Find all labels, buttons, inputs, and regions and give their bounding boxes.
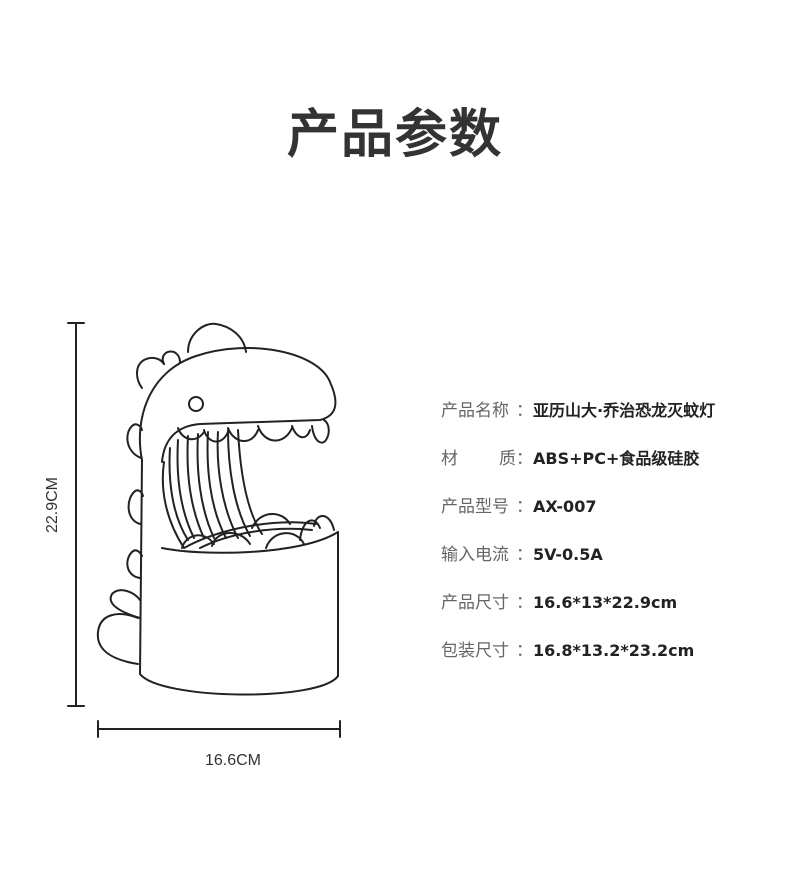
spec-label: 产品型号：: [441, 497, 533, 517]
spec-row-product-size: 产品尺寸： 16.6*13*22.9cm: [441, 588, 781, 636]
eye: [188, 396, 204, 412]
height-dimension-label: 22.9CM: [44, 476, 61, 534]
spec-label: 材质：: [441, 449, 533, 469]
spec-label: 包装尺寸：: [441, 641, 533, 661]
spec-value: 16.8*13.2*23.2cm: [533, 641, 695, 660]
body-left-edge: [139, 459, 143, 675]
head-outline: [138, 347, 337, 463]
body-bottom: [139, 673, 339, 696]
spec-value: AX-007: [533, 497, 597, 516]
spec-row-model: 产品型号： AX-007: [441, 492, 781, 540]
spec-row-product-name: 产品名称： 亚历山大·乔治恐龙灭蚊灯: [441, 396, 781, 444]
spec-label: 产品尺寸：: [441, 593, 533, 613]
page-title: 产品参数: [286, 105, 503, 165]
spec-label: 输入电流：: [441, 545, 533, 565]
back-spike: [109, 589, 141, 619]
tail-outline: [96, 613, 139, 665]
spec-list: 产品名称： 亚历山大·乔治恐龙灭蚊灯 材质： ABS+PC+食品级硅胶 产品型号…: [441, 396, 781, 684]
spec-row-package-size: 包装尺寸： 16.8*13.2*23.2cm: [441, 636, 781, 684]
spec-label: 产品名称：: [441, 401, 533, 421]
spec-value: ABS+PC+食品级硅胶: [533, 449, 700, 468]
head-spike: [187, 322, 247, 353]
mouth-back: [161, 461, 185, 549]
width-dimension-label: 16.6CM: [204, 752, 262, 769]
lower-teeth: [181, 534, 215, 549]
spec-value: 5V-0.5A: [533, 545, 603, 564]
spec-value: 亚历山大·乔治恐龙灭蚊灯: [533, 401, 716, 420]
spec-row-material: 材质： ABS+PC+食品级硅胶: [441, 444, 781, 492]
spec-value: 16.6*13*22.9cm: [533, 593, 678, 612]
spec-row-input-current: 输入电流： 5V-0.5A: [441, 540, 781, 588]
